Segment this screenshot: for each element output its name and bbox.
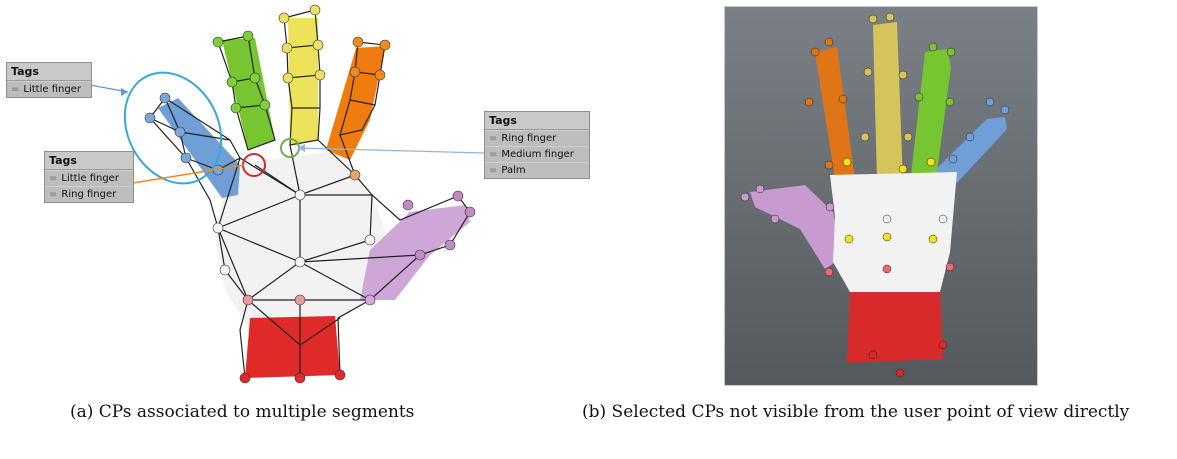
hand-render-illustration: [740, 12, 1010, 378]
tags-box-multi: Tags =Little finger =Ring finger: [44, 151, 134, 203]
tags-header: Tags: [45, 152, 133, 170]
caption-panel-b: (b) Selected CPs not visible from the us…: [582, 402, 1130, 422]
hand-mesh-illustration: [89, 4, 486, 384]
tag-item: =Medium finger: [485, 146, 589, 162]
tags-header: Tags: [7, 63, 91, 81]
tags-box-ring: Tags =Ring finger =Medium finger =Palm: [484, 111, 590, 179]
tags-header: Tags: [485, 112, 589, 130]
tag-item: =Ring finger: [485, 130, 589, 146]
tag-item: =Palm: [485, 162, 589, 178]
figure-panel-a: Tags =Little finger Tags =Little finger …: [0, 0, 600, 390]
tags-box-little: Tags =Little finger: [6, 62, 92, 98]
tag-item: =Little finger: [45, 170, 133, 186]
caption-panel-a: (a) CPs associated to multiple segments: [70, 402, 415, 422]
little-finger-selection-ellipse: [123, 71, 223, 185]
tag-item: =Little finger: [7, 81, 91, 97]
tag-item: =Ring finger: [45, 186, 133, 202]
figure-panel-b: [724, 6, 1038, 386]
